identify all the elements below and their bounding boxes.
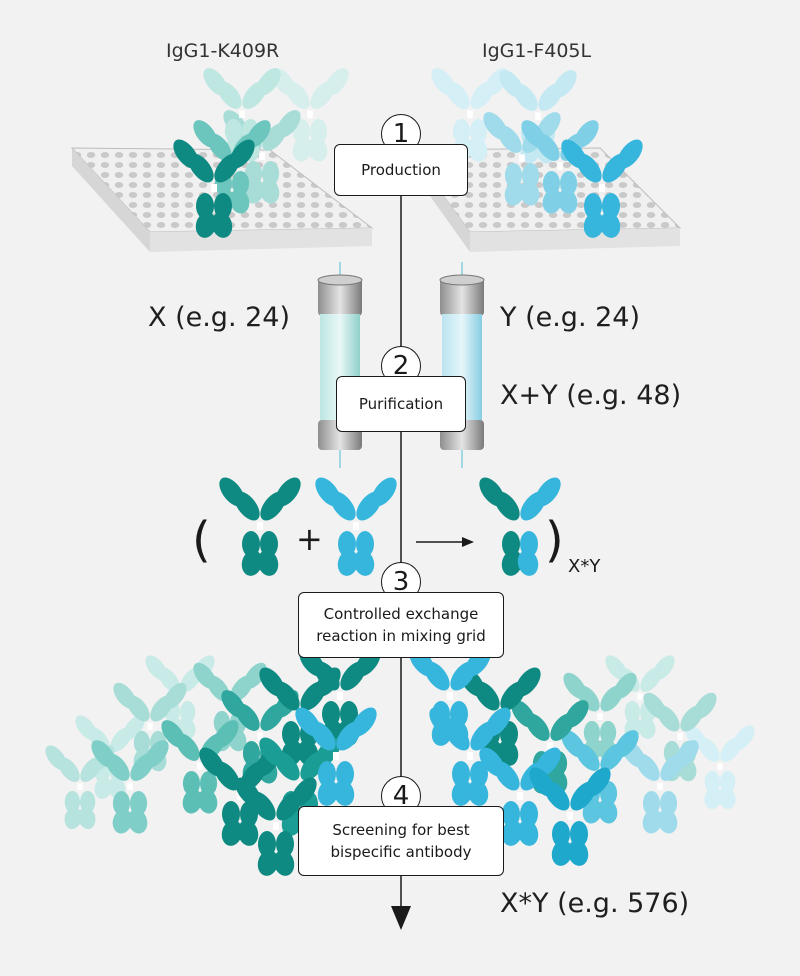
y-count-label: Y (e.g. 24) — [500, 302, 640, 333]
exchange-equation — [214, 473, 561, 579]
step-4-label-line1: Screening for best — [332, 821, 470, 839]
close-parenthesis: ) — [545, 512, 564, 568]
step-1-box: Production — [334, 144, 468, 196]
step-2-label: Purification — [358, 395, 444, 413]
right-purification-column — [439, 262, 485, 468]
xy-sum-label: X+Y (e.g. 48) — [500, 380, 682, 411]
open-parenthesis: ( — [192, 512, 211, 568]
step-2-box: Purification — [336, 376, 466, 432]
left-variant-label: IgG1-K409R — [166, 40, 280, 62]
left-purification-column — [317, 262, 363, 468]
right-variant-label: IgG1-F405L — [482, 40, 592, 62]
step-3-box: Controlled exchange reaction in mixing g… — [298, 592, 504, 658]
step-3-label-line1: Controlled exchange — [323, 605, 479, 623]
equation-subscript: X*Y — [568, 556, 601, 577]
step-4-label-line2: bispecific antibody — [330, 843, 472, 861]
step-1-label: Production — [361, 161, 441, 179]
x-count-label: X (e.g. 24) — [148, 302, 291, 333]
step-4-box: Screening for best bispecific antibody — [298, 806, 504, 876]
plus-sign: + — [296, 520, 323, 558]
step-3-label-line2: reaction in mixing grid — [316, 627, 486, 645]
flow-arrowhead — [391, 906, 411, 930]
xy-product-label: X*Y (e.g. 576) — [500, 888, 690, 919]
